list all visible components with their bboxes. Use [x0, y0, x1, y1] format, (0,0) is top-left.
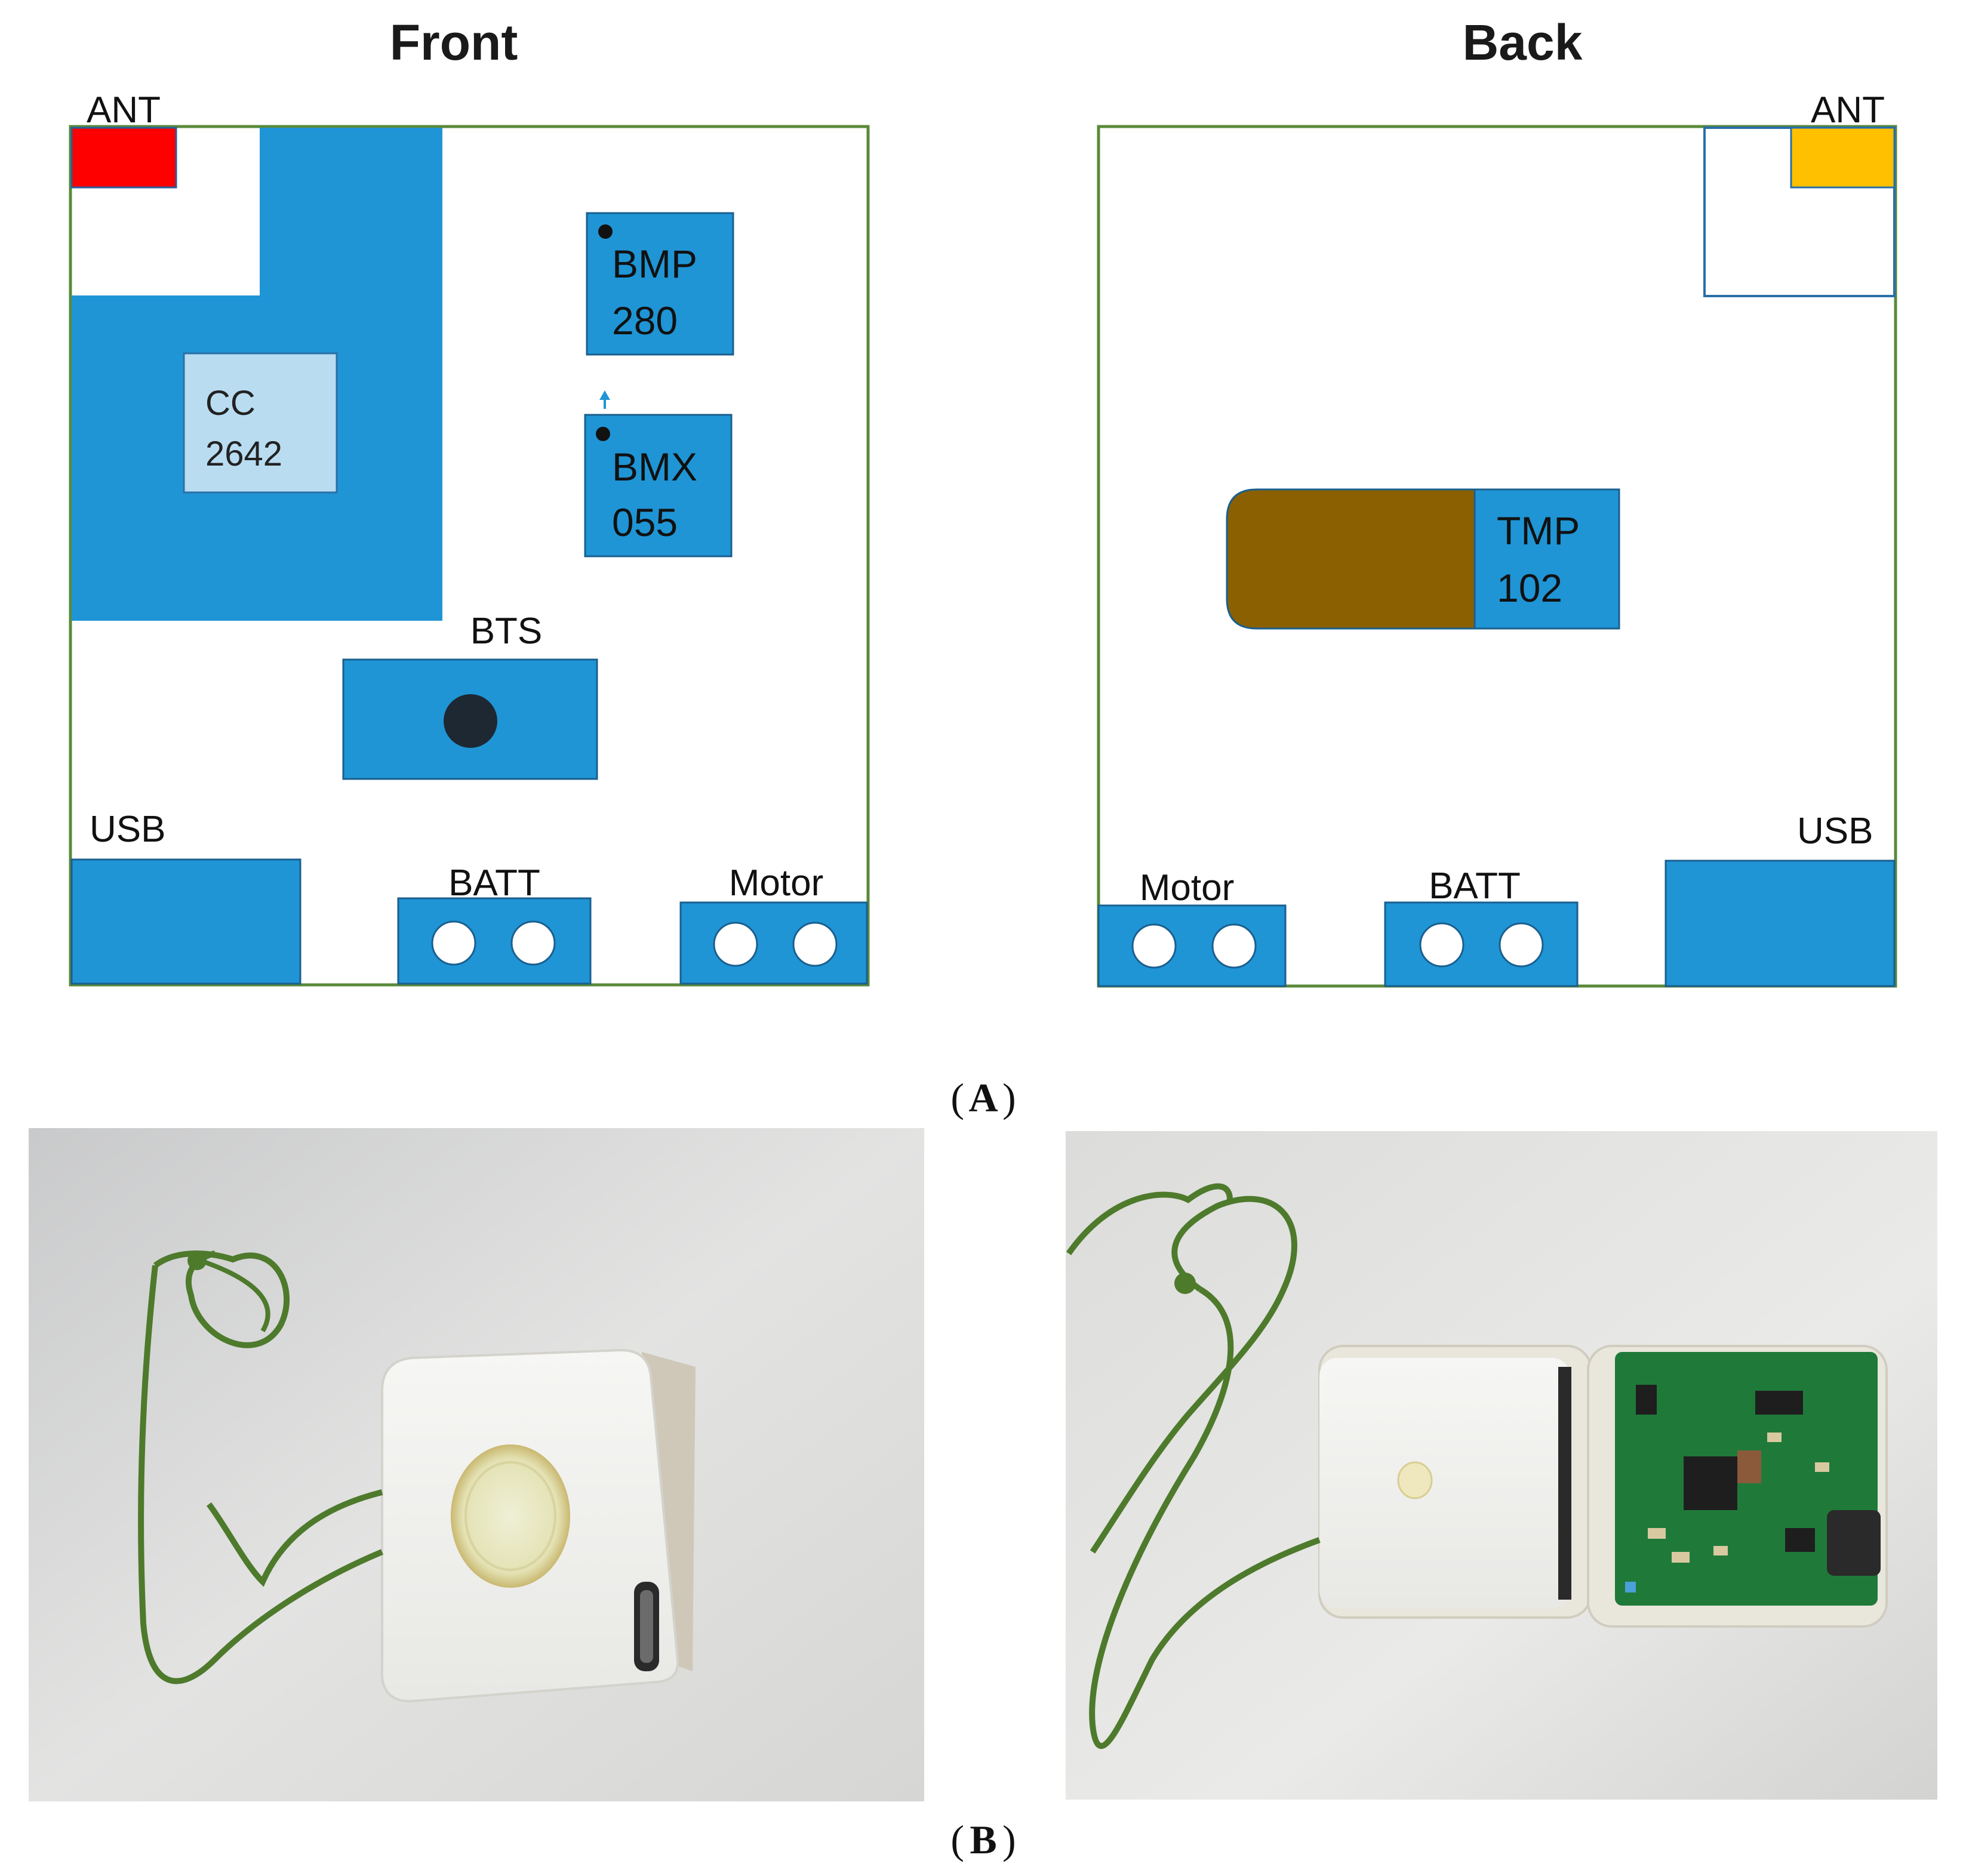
panel-b-letter: B [970, 1817, 996, 1862]
front-ant-block [70, 127, 177, 189]
front-batt-connector [397, 897, 592, 985]
panel-a-letter: A [968, 1075, 998, 1120]
cc2642-label-line2: 2642 [205, 435, 282, 473]
back-batt-label: BATT [1429, 865, 1521, 907]
panel-a-caption: ( A ) [950, 1075, 1016, 1120]
front-title: Front [390, 14, 518, 70]
front-motor-pad-1 [713, 922, 758, 967]
battery-holder [1226, 488, 1476, 630]
back-motor-pad-2 [1211, 923, 1257, 969]
front-board-diagram: Front ANT CC 2642 BMP 280 BMX 055 BTS US… [69, 14, 870, 987]
back-motor-connector [1097, 904, 1287, 987]
svg-text:(: ( [950, 1075, 964, 1120]
front-batt-pad-2 [510, 920, 556, 966]
bmx055-label-line1: BMX [612, 445, 697, 489]
orientation-arrow-icon [599, 390, 610, 409]
front-usb-connector [70, 858, 301, 985]
front-ant-label: ANT [87, 90, 161, 131]
front-batt-pad-1 [431, 920, 476, 966]
photo-device-open-pcb [1066, 1131, 1937, 1800]
back-ant-block [1790, 127, 1896, 189]
bts-label: BTS [470, 611, 543, 652]
front-batt-label: BATT [448, 862, 540, 904]
back-motor-pad-1 [1131, 923, 1177, 969]
bmp280-chip [586, 212, 734, 356]
cc2642-chip [183, 352, 338, 494]
back-batt-pad-1 [1419, 922, 1464, 968]
bts-button-icon [444, 694, 497, 748]
bmx055-chip [584, 414, 733, 557]
bmx055-pin1-dot [596, 427, 610, 441]
svg-text:(: ( [950, 1817, 964, 1862]
bmx055-label-line2: 055 [612, 500, 678, 544]
back-motor-label: Motor [1140, 867, 1234, 908]
bmp280-label-line2: 280 [612, 298, 678, 343]
front-motor-label: Motor [729, 862, 823, 904]
bts-button-block [342, 658, 598, 780]
svg-text:): ) [1002, 1075, 1016, 1120]
front-usb-label: USB [90, 809, 165, 850]
cc2642-label-line1: CC [205, 384, 256, 423]
tmp102-chip [1473, 488, 1620, 630]
photo-device-closed [29, 1128, 924, 1801]
tmp102-label-line2: 102 [1497, 566, 1562, 610]
back-usb-connector [1665, 860, 1896, 987]
back-ant-label: ANT [1811, 90, 1885, 131]
tmp102-label-line1: TMP [1497, 509, 1580, 553]
bmp280-label-line1: BMP [612, 242, 697, 286]
back-board-diagram: Back ANT TMP 102 Motor BATT USB [1097, 14, 1897, 988]
front-motor-pad-2 [792, 922, 838, 967]
front-motor-connector [679, 901, 868, 985]
panel-b-caption: ( B ) [950, 1817, 1016, 1862]
back-batt-connector [1384, 901, 1579, 987]
back-title: Back [1463, 14, 1583, 70]
svg-text:): ) [1002, 1817, 1016, 1862]
back-batt-pad-2 [1499, 922, 1544, 968]
back-usb-label: USB [1797, 811, 1873, 852]
bmp280-pin1-dot [598, 224, 613, 239]
